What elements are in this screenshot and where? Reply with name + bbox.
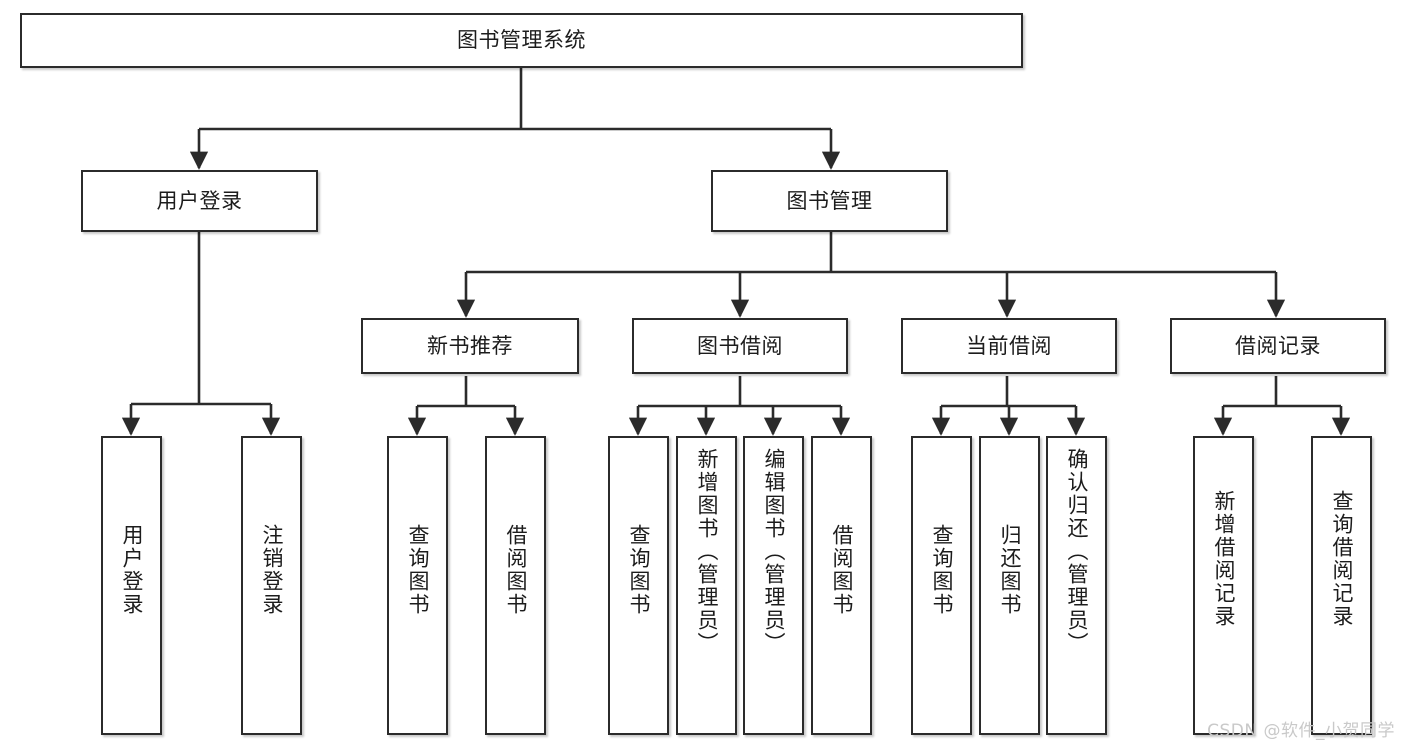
node-leaf-confirm-return-label: 确认归还（管理员） bbox=[1064, 448, 1089, 655]
node-book-manage[interactable]: 图书管理 bbox=[711, 170, 948, 232]
node-leaf-edit-book[interactable]: 编辑图书（管理员） bbox=[743, 436, 804, 735]
node-book-borrow-label: 图书借阅 bbox=[697, 333, 783, 358]
node-leaf-edit-book-label: 编辑图书（管理员） bbox=[761, 448, 786, 655]
node-leaf-add-book[interactable]: 新增图书（管理员） bbox=[676, 436, 737, 735]
node-borrow-record-label: 借阅记录 bbox=[1235, 333, 1321, 358]
node-leaf-query-record-label: 查询借阅记录 bbox=[1329, 490, 1354, 628]
node-leaf-query-book-1-label: 查询图书 bbox=[405, 524, 430, 616]
node-current-borrow[interactable]: 当前借阅 bbox=[901, 318, 1117, 374]
node-leaf-user-login[interactable]: 用户登录 bbox=[101, 436, 162, 735]
node-leaf-confirm-return[interactable]: 确认归还（管理员） bbox=[1046, 436, 1107, 735]
node-leaf-query-book-2-label: 查询图书 bbox=[626, 524, 651, 616]
node-new-book-rec-label: 新书推荐 bbox=[427, 333, 513, 358]
node-leaf-return-book[interactable]: 归还图书 bbox=[979, 436, 1040, 735]
node-leaf-query-record[interactable]: 查询借阅记录 bbox=[1311, 436, 1372, 735]
node-leaf-return-book-label: 归还图书 bbox=[997, 524, 1022, 616]
node-leaf-user-login-label: 用户登录 bbox=[119, 524, 144, 616]
node-leaf-add-record[interactable]: 新增借阅记录 bbox=[1193, 436, 1254, 735]
node-user-login[interactable]: 用户登录 bbox=[81, 170, 318, 232]
node-leaf-user-logout-label: 注销登录 bbox=[259, 524, 284, 616]
node-leaf-query-book-2[interactable]: 查询图书 bbox=[608, 436, 669, 735]
node-leaf-query-book-3[interactable]: 查询图书 bbox=[911, 436, 972, 735]
watermark-text: CSDN @软件_小贺同学 bbox=[1207, 721, 1395, 741]
node-root[interactable]: 图书管理系统 bbox=[20, 13, 1023, 68]
node-leaf-add-record-label: 新增借阅记录 bbox=[1211, 490, 1236, 628]
node-leaf-query-book-3-label: 查询图书 bbox=[929, 524, 954, 616]
node-book-borrow[interactable]: 图书借阅 bbox=[632, 318, 848, 374]
node-root-label: 图书管理系统 bbox=[457, 28, 586, 53]
node-leaf-borrow-book-2[interactable]: 借阅图书 bbox=[811, 436, 872, 735]
node-leaf-borrow-book-1[interactable]: 借阅图书 bbox=[485, 436, 546, 735]
node-borrow-record[interactable]: 借阅记录 bbox=[1170, 318, 1386, 374]
node-leaf-add-book-label: 新增图书（管理员） bbox=[694, 448, 719, 655]
node-current-borrow-label: 当前借阅 bbox=[966, 333, 1052, 358]
node-leaf-query-book-1[interactable]: 查询图书 bbox=[387, 436, 448, 735]
node-user-login-label: 用户登录 bbox=[156, 188, 243, 213]
node-leaf-borrow-book-2-label: 借阅图书 bbox=[829, 524, 854, 616]
node-new-book-rec[interactable]: 新书推荐 bbox=[361, 318, 579, 374]
node-leaf-borrow-book-1-label: 借阅图书 bbox=[503, 524, 528, 616]
node-book-manage-label: 图书管理 bbox=[786, 188, 873, 213]
node-leaf-user-logout[interactable]: 注销登录 bbox=[241, 436, 302, 735]
